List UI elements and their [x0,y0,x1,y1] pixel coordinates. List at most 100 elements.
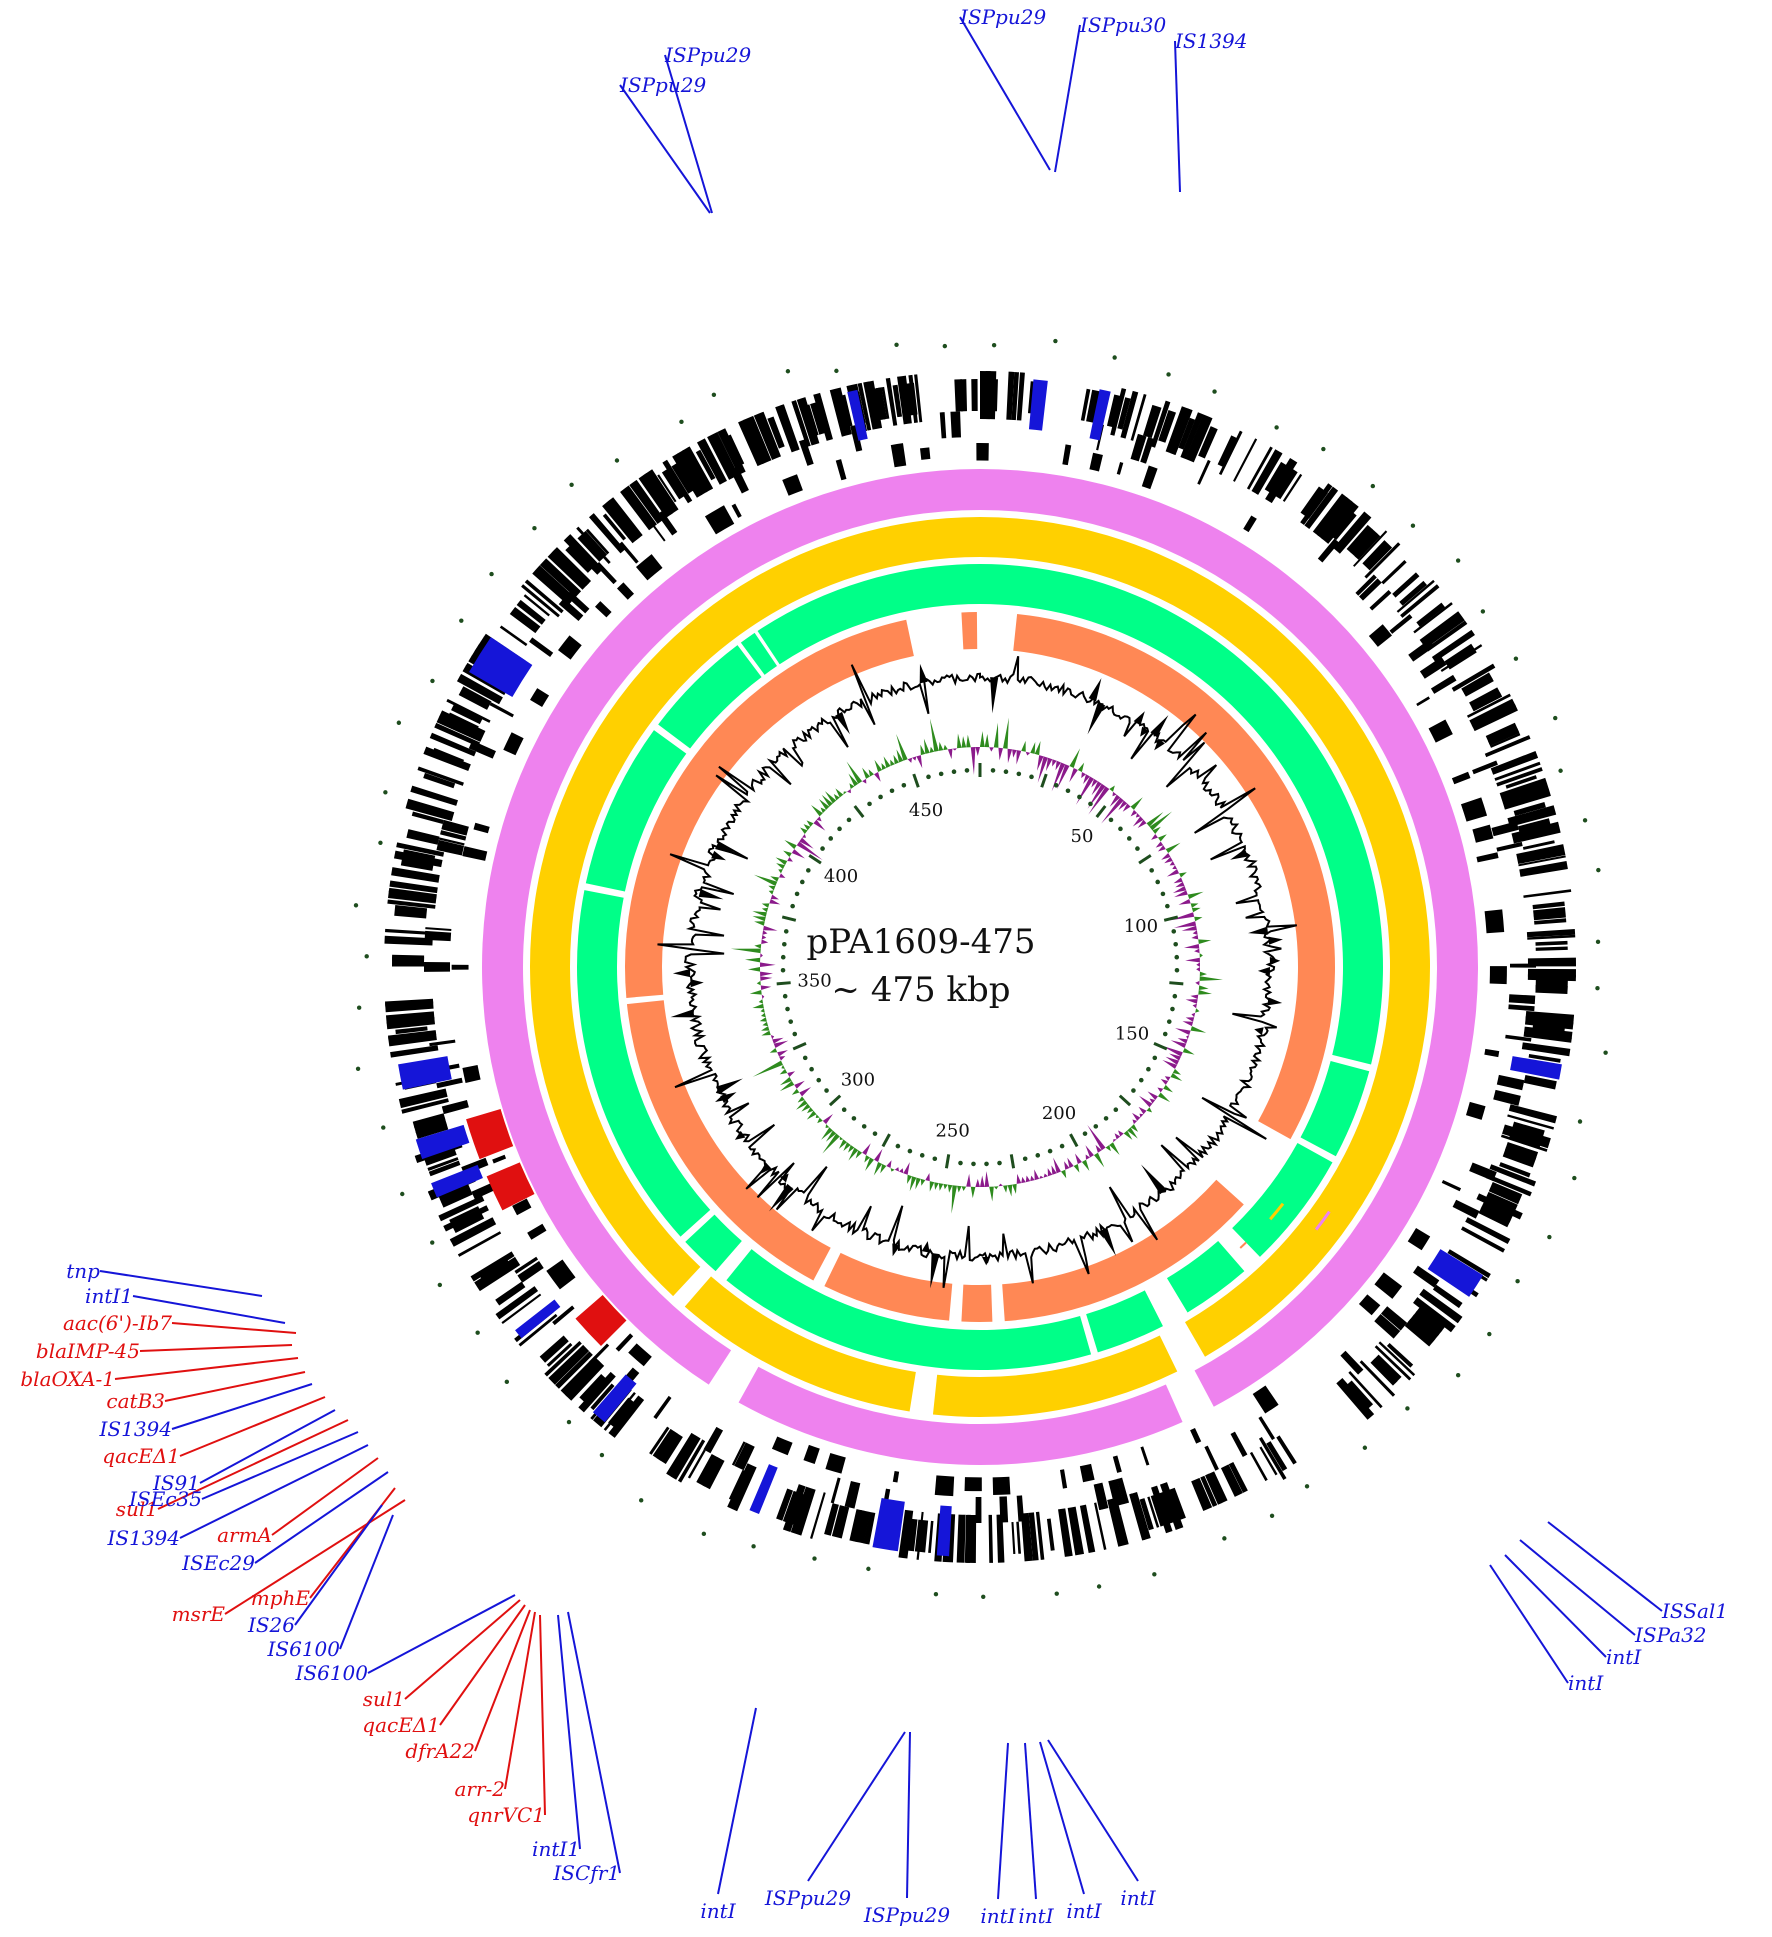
cds-block [1500,1134,1548,1152]
gc-skew-spike [1182,1021,1194,1027]
scale-dot [1108,817,1114,823]
ring-4-segment [1002,1179,1244,1322]
outer-marker-dot [1596,867,1601,873]
gc-skew-spike [770,894,779,900]
cds-block [1348,1371,1383,1409]
gc-content-spike [1099,1227,1117,1257]
scale-dot [785,1006,790,1012]
leader-line [504,1611,536,1790]
feature-label: ISPa32 [1634,1623,1707,1647]
gc-skew-spike [1060,1169,1067,1179]
gc-skew-spike [874,759,883,773]
outer-marker-dot [1558,768,1563,773]
gc-skew-spike [929,746,935,753]
cds-block [1523,1074,1557,1090]
feature-label: ISEc35 [128,1487,202,1511]
cds-block [391,867,440,883]
gc-skew-spike [1191,934,1199,940]
gc-skew-spike [1093,1152,1105,1168]
scale-dot [1172,993,1178,999]
cds-block [576,526,611,564]
cds-block [1006,371,1015,420]
feature-label: ISPpu29 [619,73,706,97]
gc-skew-spike [772,1037,784,1044]
cds-block-inner [976,443,989,461]
leader-line [179,1396,326,1457]
gc-content-spike [835,711,850,735]
cds-block [1472,760,1498,775]
scale-label: 450 [909,800,943,821]
outer-marker-dot [1515,1279,1520,1284]
is-element-block [847,389,868,441]
cds-block [1340,1350,1364,1375]
cds-block [450,1217,497,1247]
gc-skew-spike [1064,1161,1070,1170]
outer-marker-dot [894,342,899,347]
cds-block [387,899,436,909]
gc-skew-spike [800,827,808,834]
gc-skew-spike [815,1114,820,1119]
cds-block [830,1477,841,1504]
gc-skew-spike [1105,1144,1111,1152]
leader-line [271,1457,379,1536]
outer-marker-dot [1487,1331,1492,1337]
cds-block-inner [1472,824,1494,843]
cds-block-inner [771,1436,793,1456]
cds-block-inner [527,1223,547,1240]
gc-skew-spike [770,1034,775,1040]
scale-dot [1047,1148,1053,1154]
cds-block [1415,1306,1446,1333]
gc-skew-spike [1122,803,1131,812]
cds-block [1463,677,1494,697]
cds-block [1412,1310,1443,1337]
gc-skew-spike [1045,757,1053,772]
cds-block [1159,1491,1176,1524]
cds-block [662,459,693,504]
leader-line [557,1614,581,1850]
outer-marker-dot [566,1419,572,1425]
gc-skew-spike [961,1186,967,1192]
gc-skew-spike [1199,976,1223,981]
scale-dot [990,768,996,773]
cds-block [959,379,968,412]
gc-skew-spike [899,1168,904,1174]
scale-dot [861,1124,867,1129]
ring-3-segment [1166,1240,1245,1313]
scale-label: 100 [1124,916,1158,937]
cds-block [1228,1461,1248,1493]
gc-skew-spike [759,1017,767,1022]
feature-label: IS26 [247,1613,295,1637]
cds-block [521,584,560,618]
cds-block [1151,1485,1173,1534]
feature-label: IS91 [152,1471,200,1495]
cds-block [1535,984,1568,995]
gc-skew-spike [903,1162,910,1175]
cds-block [1509,963,1536,968]
gc-skew-spike [1073,1164,1080,1173]
cds-block-inner [1112,1455,1122,1473]
cds-block [1372,1354,1402,1384]
gc-skew-spike [822,1133,840,1154]
cds-block [1471,692,1503,712]
ring-2-fragment [1269,1202,1285,1221]
cds-block [1386,1342,1414,1368]
gc-skew-spike [1174,890,1188,898]
scale-dot [1035,1153,1041,1158]
cds-block [1513,801,1546,817]
ring-1-segment [482,469,980,1385]
feature-label: ISPpu30 [1079,13,1166,37]
cds-block [1430,674,1457,694]
feature-label: catB3 [106,1389,165,1413]
gc-skew-spike [1185,957,1200,963]
scale-dot [1088,801,1093,807]
cds-block [661,468,685,500]
is-element-block [515,1299,561,1339]
gc-content-spike [1248,926,1269,935]
gc-skew-spike [1087,1124,1106,1151]
cds-block [588,1343,610,1365]
gc-skew-spike [833,794,840,801]
scale-label: 200 [1042,1103,1076,1124]
is-element-block [936,1505,952,1557]
cds-block-inner [1484,909,1505,934]
